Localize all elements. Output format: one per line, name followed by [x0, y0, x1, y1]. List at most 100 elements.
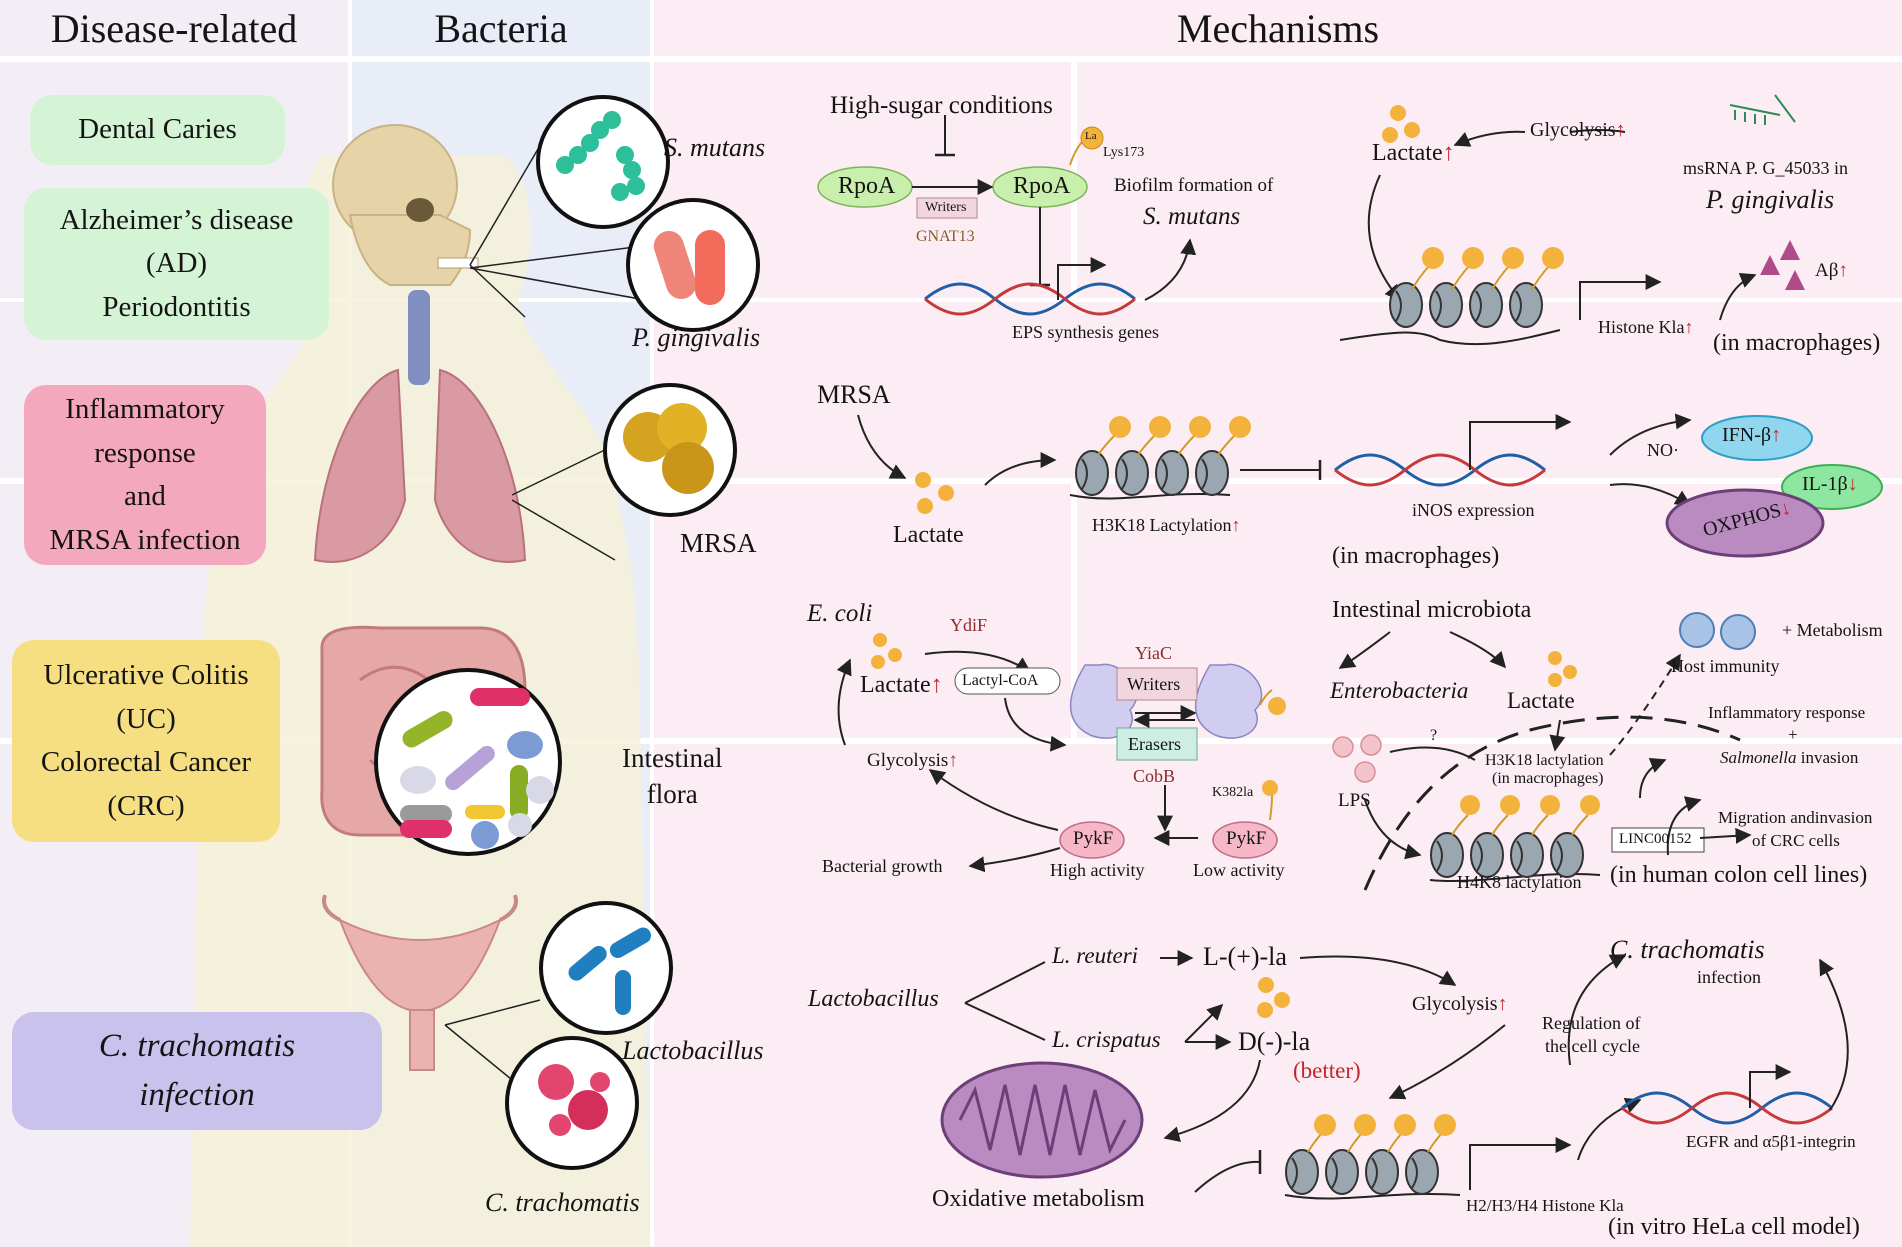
- pykf-low-label: PykF: [1226, 828, 1267, 849]
- mech1-diagram: [817, 115, 1197, 316]
- nucleosome: [1469, 282, 1503, 328]
- disease-uc-crc-label: Ulcerative Colitis (UC) Colorectal Cance…: [40, 659, 252, 822]
- lactate-label-3: Lactate: [893, 522, 964, 548]
- erasers-box: [1116, 727, 1198, 761]
- nucleosome: [1389, 282, 1423, 328]
- nucleosome: [1285, 1149, 1319, 1195]
- biofilm-species-label: S. mutans: [1143, 203, 1241, 230]
- bacteria-mrsa-label: MRSA: [680, 528, 757, 558]
- bacteria-header: Bacteria: [352, 0, 650, 56]
- salmonella-invasion-label: Salmonella invasion: [1720, 748, 1859, 767]
- la-label-1: La: [1085, 130, 1097, 142]
- ydif-label: YdiF: [950, 615, 988, 635]
- linc00152-box: [1611, 827, 1705, 853]
- egfr-label: EGFR and α5β1-integrin: [1686, 1132, 1856, 1151]
- ifn-beta-node: [1701, 415, 1813, 461]
- gnat13-label: GNAT13: [916, 228, 975, 245]
- dna-helix-6: [1620, 1091, 1834, 1125]
- cell-cycle-label: the cell cycle: [1545, 1036, 1640, 1056]
- mech3-diagram: [857, 413, 1883, 558]
- cell-membrane: [1363, 715, 1741, 891]
- glycolysis-label-2: Glycolysis↑: [1530, 119, 1626, 141]
- disease-header-label: Disease-related: [50, 5, 298, 51]
- nucleosome: [1365, 1149, 1399, 1195]
- lactyl-coa-box: [954, 667, 1061, 695]
- disease-dental-caries-label: Dental Caries: [78, 113, 237, 146]
- msrna-label: msRNA P. G_45033 in: [1683, 158, 1849, 178]
- enterobacteria-label: Enterobacteria: [1330, 678, 1469, 703]
- bacteria-s-mutans-label: S. mutans: [664, 133, 766, 162]
- uterus-icon: [322, 894, 518, 1071]
- oxidative-metabolism-label: Oxidative metabolism: [932, 1186, 1145, 1212]
- nucleosome: [1430, 832, 1464, 878]
- glycolysis-label-6: Glycolysis↑: [1412, 993, 1508, 1015]
- erasers-label: Erasers: [1128, 734, 1181, 754]
- nucleosome: [1155, 450, 1189, 496]
- writers-box-1: [916, 197, 978, 219]
- histone-kla-label: Histone Kla↑: [1598, 317, 1694, 337]
- mech4-diagram: [836, 633, 1286, 873]
- d-lactate-label: D(-)-la: [1238, 1027, 1311, 1056]
- lactate-label-2: Lactate↑: [1372, 140, 1455, 166]
- infection-label: infection: [1697, 967, 1761, 987]
- disease-ad-periodontitis: Alzheimer’s disease (AD) Periodontitis: [24, 188, 329, 340]
- bacteria-header-label: Bacteria: [434, 5, 568, 51]
- cobb-label: CobB: [1133, 766, 1176, 786]
- p-gingivalis-icon: [626, 198, 760, 332]
- mechanisms-header-label: Mechanisms: [1176, 5, 1380, 51]
- regulation-label: Regulation of: [1542, 1013, 1641, 1033]
- mechanisms-header: Mechanisms: [654, 0, 1902, 56]
- dna-helix-3: [1333, 453, 1547, 487]
- nucleosome: [1115, 450, 1149, 496]
- mech5-diagram: [1332, 612, 1756, 891]
- yiac-label: YiaC: [1135, 643, 1173, 663]
- disease-ad-periodontitis-label: Alzheimer’s disease (AD) Periodontitis: [59, 203, 294, 323]
- disease-header: Disease-related: [0, 0, 348, 56]
- nucleosome: [1195, 450, 1229, 496]
- lys173-label: Lys173: [1103, 145, 1145, 160]
- pykf-high-node: [1059, 821, 1125, 859]
- mrsa-mech-label: MRSA: [817, 380, 891, 409]
- h3k18-lactylation-label: H3K18 Lactylation↑: [1092, 515, 1241, 535]
- mitochondrion-icon: [940, 1061, 1144, 1179]
- rpoa-label-2: RpoA: [1013, 173, 1071, 199]
- protein-blob-right: [1194, 663, 1263, 739]
- msrna-icon: [1729, 94, 1796, 125]
- mech-panel-pgingivalis: [1077, 62, 1902, 298]
- mech-panel-ecoli: [654, 484, 1071, 738]
- lactate-label-4: Lactate↑: [860, 672, 943, 698]
- lungs-icon: [313, 368, 527, 563]
- no-label: NO·: [1647, 440, 1679, 460]
- mech-panel-mrsa: [654, 302, 1902, 478]
- disease-dental-caries: Dental Caries: [30, 95, 285, 165]
- writers-label-2: Writers: [1127, 674, 1181, 694]
- s-mutans-icon: [536, 95, 670, 229]
- k382la-label: K382la: [1212, 785, 1254, 800]
- writers-label-1: Writers: [925, 200, 967, 215]
- macrophages-note-2: (in macrophages): [1713, 330, 1881, 356]
- disease-uc-crc: Ulcerative Colitis (UC) Colorectal Cance…: [12, 640, 280, 842]
- lactobacillus-mech-label: Lactobacillus: [808, 986, 939, 1012]
- colon-cell-note: (in human colon cell lines): [1610, 862, 1868, 888]
- disease-c-trachomatis-label: C. trachomatis infection: [98, 1027, 296, 1114]
- metabolism-label: + Metabolism: [1782, 620, 1883, 640]
- dna-helix-1: [923, 282, 1137, 316]
- abeta-label: Aβ↑: [1815, 260, 1848, 281]
- disease-inflammatory-label: Inflammatory response and MRSA infection: [49, 393, 241, 556]
- host-immunity-label: Host immunity: [1671, 656, 1780, 676]
- nucleosome: [1550, 832, 1584, 878]
- skull-icon: [332, 124, 479, 286]
- glycolysis-label-4: Glycolysis↑: [867, 750, 958, 771]
- disease-c-trachomatis: C. trachomatis infection: [12, 1012, 382, 1130]
- lps-icon: [1332, 734, 1382, 783]
- high-activity-label: High activity: [1050, 860, 1145, 880]
- in-macrophages-label-5: (in macrophages): [1492, 770, 1604, 787]
- ifn-beta-label: IFN-β↑: [1722, 424, 1782, 446]
- p-gingivalis-mech-label: P. gingivalis: [1706, 185, 1835, 214]
- inflammatory-response-label: Inflammatory response: [1708, 703, 1866, 722]
- ecoli-label: E. coli: [807, 600, 873, 627]
- low-activity-label: Low activity: [1193, 860, 1285, 880]
- eps-label: EPS synthesis genes: [1012, 322, 1160, 342]
- nucleosome: [1405, 1149, 1439, 1195]
